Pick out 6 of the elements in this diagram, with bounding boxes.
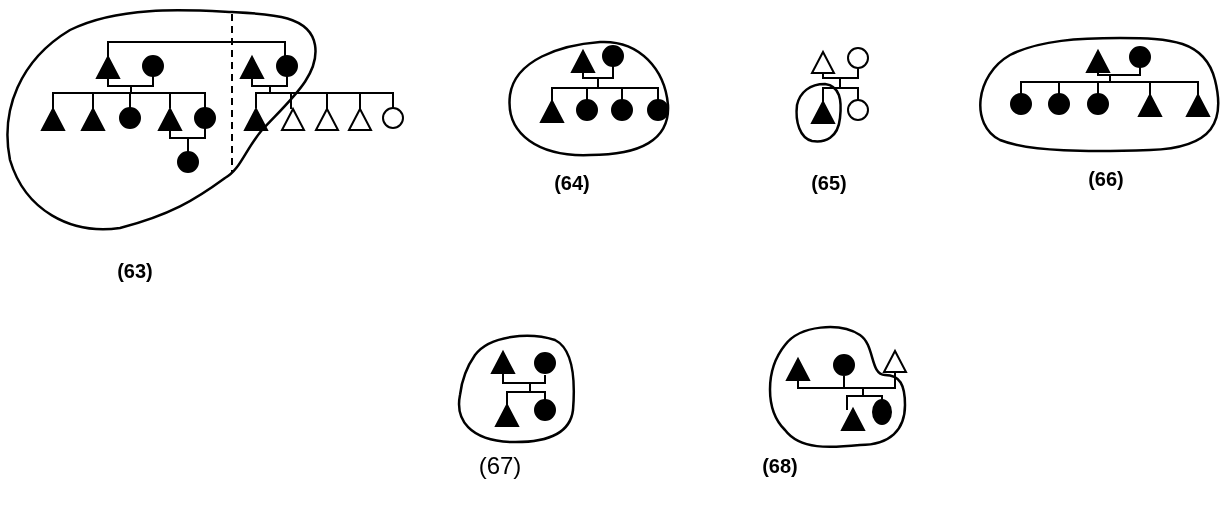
figure-number: (65) xyxy=(811,172,847,195)
figure-number: (66) xyxy=(1088,168,1124,191)
figure-number: (67) xyxy=(478,452,522,480)
figure-number: (64) xyxy=(554,172,590,195)
figure-number: (68) xyxy=(762,455,798,478)
figure-number: (63) xyxy=(117,260,153,283)
